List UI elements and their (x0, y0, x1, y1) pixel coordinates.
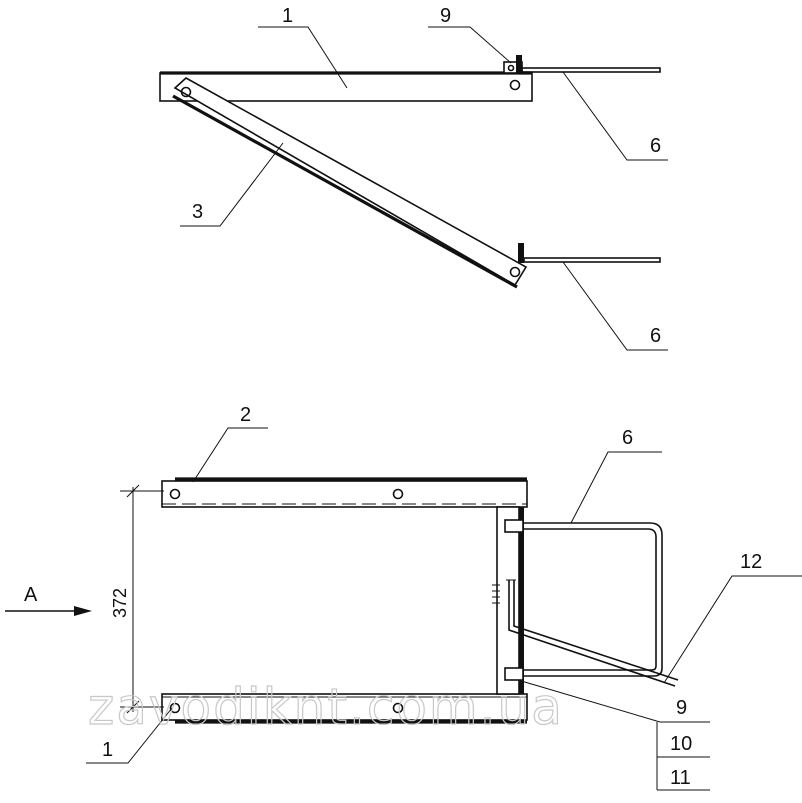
top-rail (161, 477, 528, 508)
rod-upper (521, 67, 661, 73)
callout-lever: 12 (740, 551, 762, 573)
dimension-value: 372 (110, 588, 130, 618)
rod-lower (523, 257, 661, 263)
view-arrow-label: A (24, 584, 38, 606)
bolt-hole (392, 488, 404, 500)
lower-bracket (518, 243, 524, 263)
diagonal-strut (172, 77, 528, 289)
callout-strut: 3 (192, 201, 203, 223)
callout-top-rail: 2 (240, 404, 251, 426)
side-elevation-view: 1 9 6 3 6 (159, 5, 668, 351)
bolt-hole (392, 702, 404, 714)
lever (506, 579, 679, 687)
callout-rod-upper: 6 (650, 135, 661, 157)
view-arrow: A (5, 584, 92, 616)
callout-part-11: 11 (670, 767, 691, 789)
bolt-hole (169, 488, 181, 500)
bolt-hole (169, 702, 181, 714)
bolt-hole (509, 266, 521, 278)
bolt-hole (509, 79, 521, 91)
callout-bracket: 9 (440, 5, 451, 27)
bolt-hole (180, 86, 192, 98)
callout-handle: 6 (622, 427, 633, 449)
handle-rod (504, 519, 663, 681)
watermark: zavodiknt.com.ua (88, 678, 564, 736)
callout-bottom-rail: 1 (102, 739, 113, 761)
plan-view: 372 A 2 6 12 9 10 11 1 (5, 404, 802, 791)
callout-plan-bracket: 9 (676, 697, 687, 719)
callout-frame: 1 (282, 5, 293, 27)
upper-bracket (503, 55, 523, 74)
callout-rod-lower: 6 (650, 325, 661, 347)
dimension-line: 372 (110, 484, 164, 714)
callout-part-10: 10 (670, 733, 692, 755)
end-plate (492, 506, 524, 695)
